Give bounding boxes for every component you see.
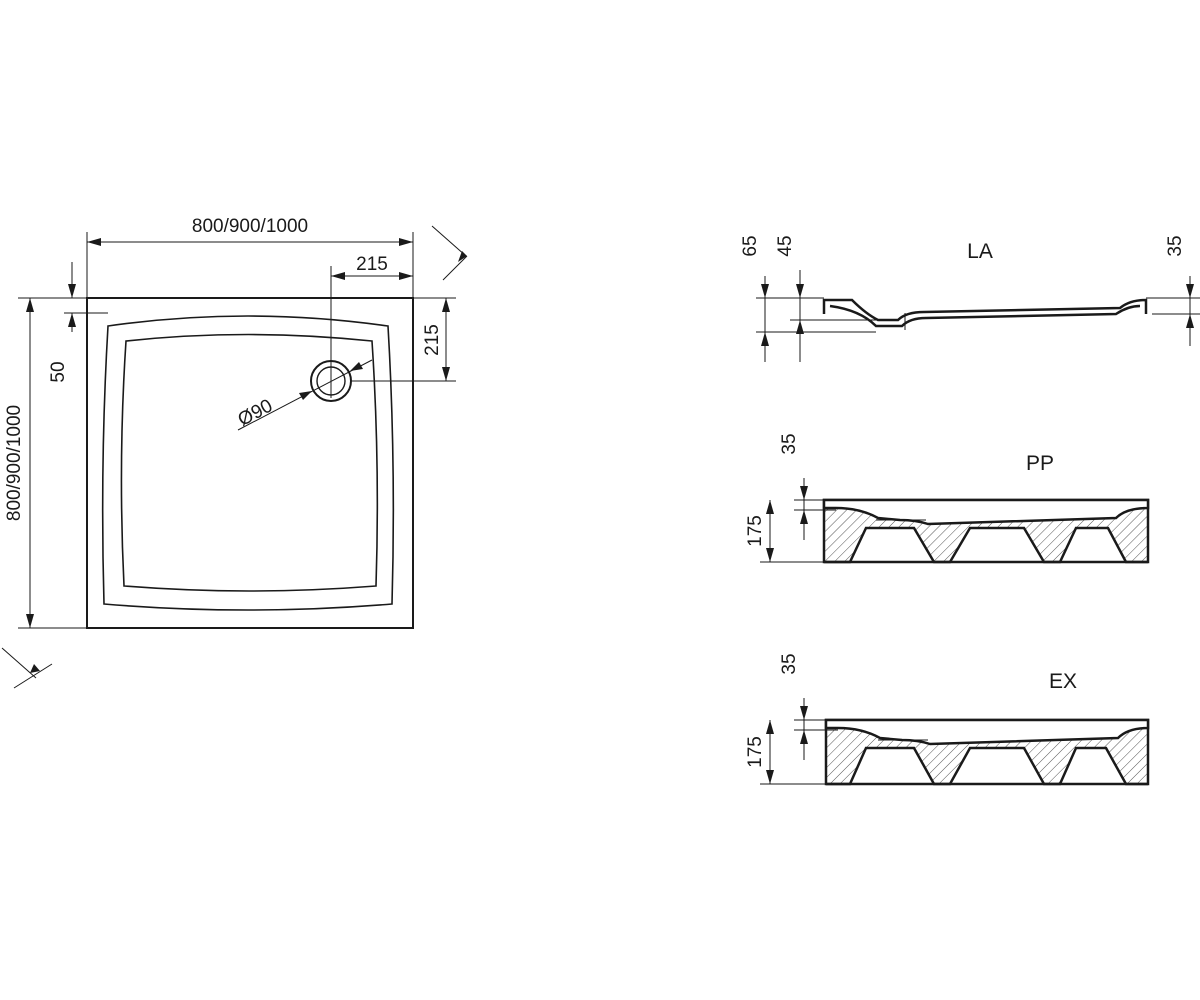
section-la-profile	[822, 298, 1148, 328]
drain-diameter-label: Ø90	[235, 395, 277, 430]
section-pp-height-label: 175	[745, 515, 766, 547]
width-dimension-label: 800/900/1000	[192, 216, 308, 237]
section-pp-title: PP	[1026, 452, 1054, 475]
section-la-rim-height-label: 35	[1165, 235, 1186, 256]
tray-inner-rim	[101, 315, 395, 611]
section-la-inner-height-label: 45	[775, 235, 796, 256]
section-pp-surface	[822, 498, 1150, 526]
section-ex-rim-label: 35	[779, 653, 800, 674]
drain-offset-y-label: 215	[422, 324, 443, 356]
section-pp: PP 35 175	[745, 433, 1150, 564]
section-la: LA 65 45 35	[740, 235, 1200, 362]
section-la-title: LA	[967, 240, 993, 263]
section-ex-title: EX	[1049, 670, 1077, 693]
depth-dimension-label: 800/900/1000	[4, 405, 25, 521]
drain-offset-x-label: 215	[356, 254, 388, 275]
tray-outline	[86, 297, 414, 629]
section-ex-surface	[824, 718, 1150, 746]
tray-basin	[120, 333, 379, 592]
section-cut-marker-bottom	[1, 647, 53, 689]
section-ex: EX 35 175	[745, 653, 1150, 786]
section-pp-rim-label: 35	[779, 433, 800, 454]
section-la-total-height-label: 65	[740, 235, 761, 256]
section-ex-height-label: 175	[745, 736, 766, 768]
plan-view: 800/900/1000 215 215 800/900/1000 50 Ø90	[1, 216, 468, 689]
section-cut-marker-top	[431, 225, 468, 281]
rim-width-label: 50	[48, 361, 69, 382]
